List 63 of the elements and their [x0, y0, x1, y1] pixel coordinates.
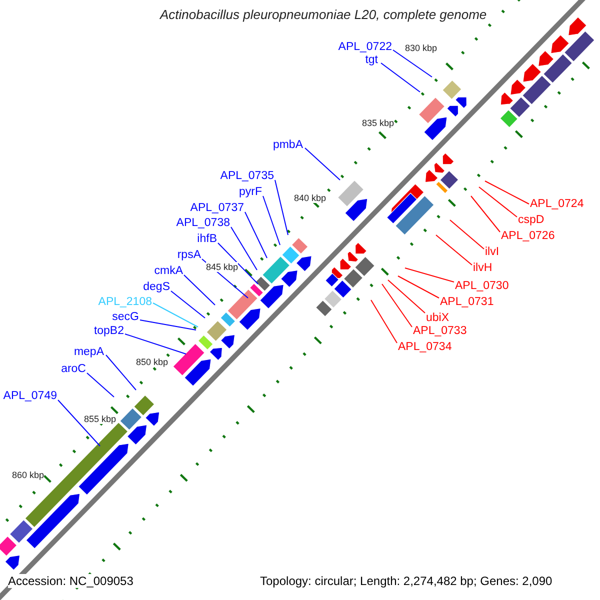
leader-line [140, 320, 196, 330]
gene-label: APL_2108 [98, 295, 152, 309]
leader-line [304, 148, 340, 180]
leader-line [370, 300, 398, 344]
leader-line [478, 186, 518, 218]
scale-label: 840 kbp [294, 193, 326, 203]
gene-label: APL_0734 [398, 340, 452, 354]
leader-line [244, 212, 268, 258]
leader-line [170, 290, 206, 318]
leader-line [470, 196, 500, 232]
leader-line [230, 226, 258, 270]
leader-line [152, 302, 198, 328]
leader-line [484, 180, 530, 204]
leader-line [184, 274, 216, 306]
title: Actinobacillus pleuropneumoniae L20, complete genome [160, 8, 487, 22]
gene-label: tgt [365, 53, 378, 67]
leader-line [382, 284, 412, 328]
gene-label: ihfB [197, 232, 217, 246]
scale-label: 835 kbp [362, 118, 394, 128]
leader-line [404, 268, 454, 282]
leader-line [450, 220, 484, 250]
gene-label: pyrF [239, 185, 262, 199]
gene-label: mepA [74, 345, 104, 359]
leader-line [380, 62, 420, 92]
gene-label: degS [143, 280, 170, 294]
gene-label: APL_0730 [455, 279, 509, 293]
leader-line [436, 234, 472, 266]
gene-label: APL_0722 [338, 40, 392, 54]
gene-label: ubiX [426, 311, 450, 325]
leader-line [388, 280, 426, 314]
scale-label: 845 kbp [206, 262, 238, 272]
gene-label: cspD [518, 213, 544, 227]
leader-line [86, 372, 114, 398]
gene-label: cmkA [154, 264, 183, 278]
gene-label: rpsA [177, 248, 201, 262]
gene-label: APL_0724 [530, 197, 584, 211]
leader-line [124, 334, 186, 354]
gene-label: pmbA [272, 138, 303, 152]
gene-label: APL_0749 [3, 389, 57, 403]
gene-label: secG [112, 310, 139, 324]
genome-summary-note: Topology: circular; Length: 2,274,482 bp; Genes: 2,090 [260, 574, 552, 588]
leader-line [58, 400, 100, 446]
leader-line [106, 354, 136, 390]
gene-label: APL_0735 [220, 169, 274, 183]
leader-line [274, 180, 288, 236]
gene-label: APL_0738 [176, 216, 230, 230]
gene-label: topB2 [94, 324, 124, 338]
scale-label: 860 kbp [12, 470, 44, 480]
gene-label: APL_0737 [190, 201, 244, 215]
leader-line [218, 242, 258, 284]
leader-line [392, 50, 432, 78]
gene-label: APL_0733 [413, 324, 467, 338]
scale-label: 850 kbp [136, 357, 168, 367]
accession-note: Accession: NC_009053 [8, 574, 134, 588]
gene-label: ilvI [485, 245, 500, 259]
scale-label: 855 kbp [84, 414, 116, 424]
gene-label: ilvH [473, 261, 492, 275]
leader-line [398, 276, 440, 298]
gene-label: aroC [61, 362, 86, 376]
leader-line [262, 196, 280, 246]
gene-label: APL_0731 [440, 295, 494, 309]
scale-label: 830 kbp [405, 43, 438, 53]
gene-label: APL_0726 [501, 229, 555, 243]
